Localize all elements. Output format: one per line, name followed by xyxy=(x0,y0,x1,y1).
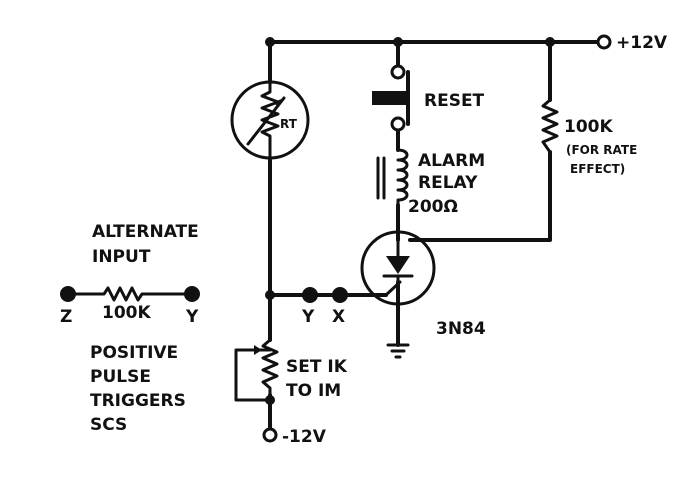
reset-button-actuator xyxy=(372,91,408,105)
positive-label: POSITIVE xyxy=(90,343,178,363)
junction-dot xyxy=(265,37,275,47)
pot-wiper-arrow xyxy=(254,345,262,355)
junction-dot xyxy=(393,37,403,47)
junction-dot xyxy=(545,37,555,47)
thermistor-element xyxy=(260,80,280,160)
scs-diode-triangle xyxy=(386,256,410,274)
alt-100k-resistor xyxy=(66,286,194,302)
x-terminal xyxy=(332,287,348,303)
scs-3n84 xyxy=(360,230,436,306)
junction-dot xyxy=(265,290,275,300)
thermistor-label: RT xyxy=(280,117,298,131)
alarm-relay xyxy=(376,148,409,207)
plus12v-label: +12V xyxy=(616,33,668,53)
thermistor-arrowhead xyxy=(274,98,284,108)
relay-label: RELAY xyxy=(418,173,478,193)
alternate-label: ALTERNATE xyxy=(92,222,199,242)
alt-y-label: Y xyxy=(185,307,199,327)
scs-label: SCS xyxy=(90,415,127,435)
rate-effect-line1: (FOR RATE xyxy=(566,143,637,157)
reset-contact-bottom xyxy=(390,116,406,132)
wire-100k-to-scs xyxy=(408,150,552,242)
alt-z-label: Z xyxy=(60,307,72,327)
reset-switch xyxy=(372,64,410,132)
set-label-line2: TO IM xyxy=(286,381,341,401)
minus12v-terminal xyxy=(262,427,278,443)
triggers-label: TRIGGERS xyxy=(90,391,186,411)
reset-label: RESET xyxy=(424,91,485,111)
scs-part-label: 3N84 xyxy=(436,319,486,339)
node-x-label: X xyxy=(332,307,345,327)
thermistor-rt xyxy=(230,80,310,160)
relay-coil xyxy=(396,148,409,207)
relay-core xyxy=(376,156,386,200)
plus12v-terminal xyxy=(596,34,612,50)
relay-ohms-label: 200Ω xyxy=(408,197,458,217)
pot-wiper-loop xyxy=(234,348,272,402)
node-y-label: Y xyxy=(301,307,315,327)
rate-effect-line2: EFFECT) xyxy=(570,162,625,176)
resistor-100k-rate xyxy=(541,98,559,154)
alarm-label: ALARM xyxy=(418,151,485,171)
set-label-line1: SET IK xyxy=(286,357,348,377)
input-label: INPUT xyxy=(92,247,151,267)
minus12v-label: -12V xyxy=(282,427,327,447)
pot-element xyxy=(261,338,279,397)
alternate-input xyxy=(60,286,200,302)
scs-gate-lead xyxy=(384,280,402,297)
junction-dot xyxy=(265,395,275,405)
resistor-100k-label: 100K xyxy=(564,117,613,137)
alt-res-label: 100K xyxy=(102,303,151,323)
ground-symbol xyxy=(386,343,410,359)
y-terminal xyxy=(302,287,318,303)
potentiometer-set xyxy=(234,338,279,405)
pulse-label: PULSE xyxy=(90,367,151,387)
reset-contact-top xyxy=(390,64,406,80)
